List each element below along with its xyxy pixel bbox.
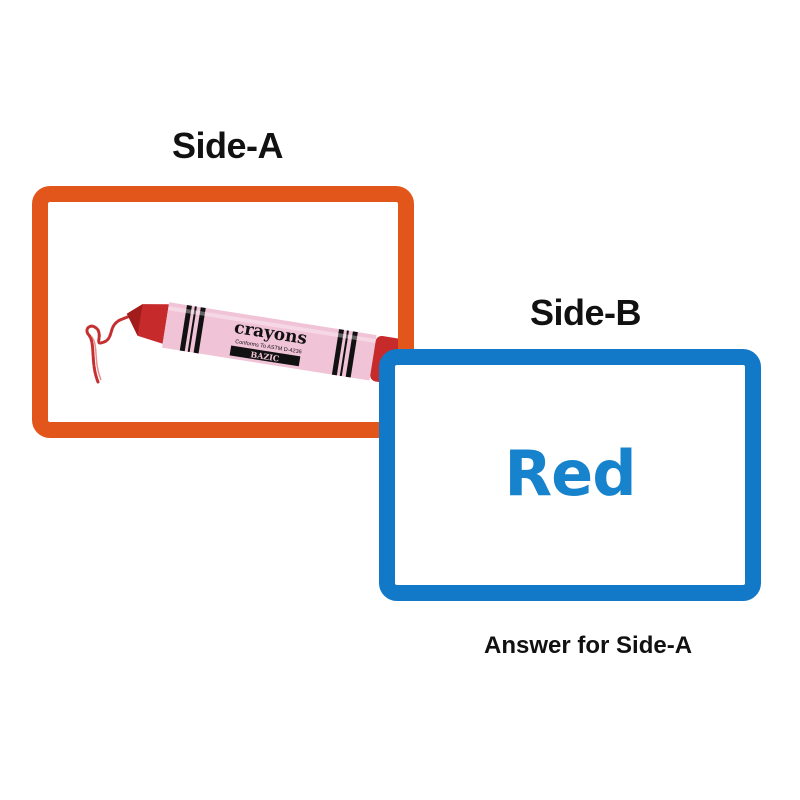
side-b-title: Side-B [530,292,642,333]
side-a-card-face: crayons Conforms To ASTM D-4236 BAZIC [48,202,398,422]
caption: Answer for Side-A [484,632,693,659]
crayon-scribble [85,306,148,384]
crayon-maker-text: BAZIC [250,349,280,363]
crayon-tip [126,304,169,344]
crayon-icon: crayons Conforms To ASTM D-4236 BAZIC [85,302,398,385]
side-a-title: Side-A [172,125,284,166]
crayon-wrapper [161,302,377,381]
answer-word: Red [504,437,636,510]
side-a-card: crayons Conforms To ASTM D-4236 BAZIC [32,186,414,438]
side-b-card-face: Red [395,365,745,585]
side-b-card: Red [379,349,761,601]
